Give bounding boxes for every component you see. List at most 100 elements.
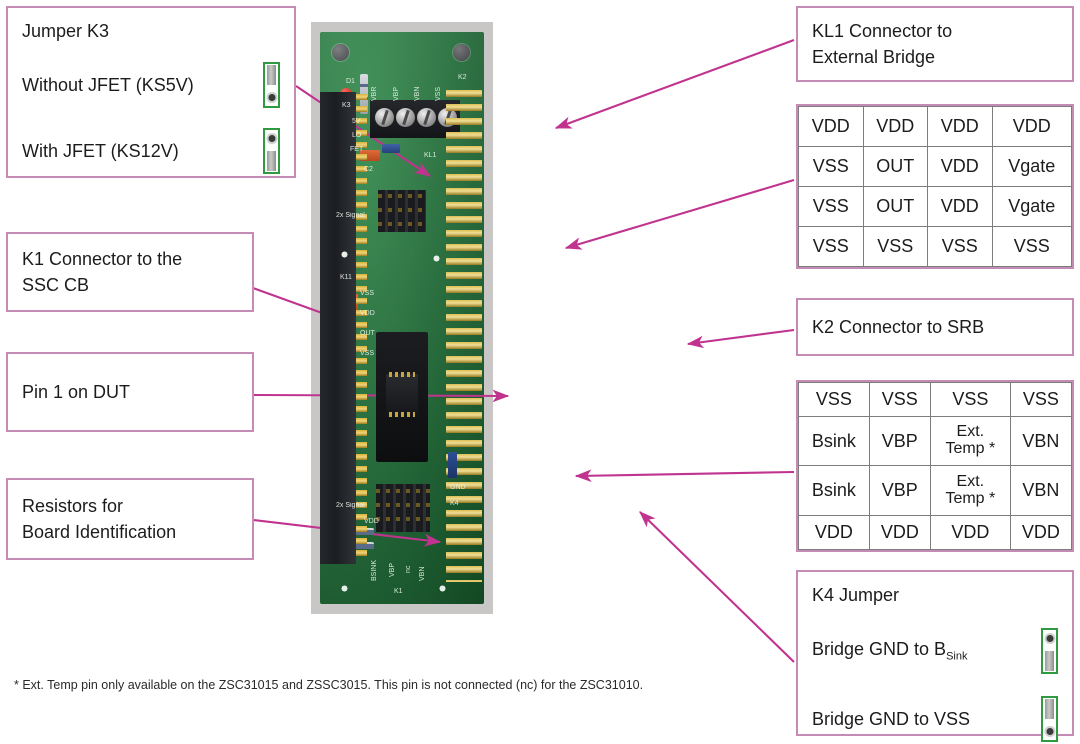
silkscreen-bsink: BSINK <box>371 559 378 581</box>
jumper-icon-bridge-gnd-vss <box>1041 696 1058 743</box>
silkscreen-lo: LO <box>352 132 362 139</box>
silkscreen-vbp-2: VBP <box>389 562 396 577</box>
callout-kl1-line2: External Bridge <box>812 47 936 67</box>
arrow-k2 <box>686 328 795 349</box>
table-cell: Bsink <box>798 465 870 517</box>
mounting-hole <box>332 44 349 61</box>
k4-jumper-row-1-label: Bridge GND to VSS <box>812 709 971 730</box>
k4-jumper-row-0: Bridge GND to BSink <box>812 628 1058 675</box>
table-cell: Vgate <box>991 146 1073 187</box>
table-cell: VDD <box>862 106 929 147</box>
mounting-hole <box>453 44 470 61</box>
silkscreen-vbr: VBR <box>371 86 378 101</box>
table-cell: VDD <box>1009 515 1073 550</box>
table-cell: VBN <box>1009 415 1073 467</box>
k4-jumper-on-board <box>448 452 457 478</box>
table-cell: VSS <box>862 226 929 267</box>
fiducial <box>432 254 441 263</box>
jumper-icon-bridge-gnd-bsink <box>1041 628 1058 675</box>
silkscreen-gnd: GND <box>450 484 466 491</box>
table-cell: VDD <box>991 106 1073 147</box>
terminal-screw <box>375 108 394 127</box>
pcb-substrate: VBR VBP VBN VSS D1 K3 5V LO FET C2 KL1 K… <box>320 32 484 604</box>
terminal-screw <box>417 108 436 127</box>
table-cell: VDD <box>927 186 993 227</box>
table-cell: VDD <box>798 515 870 550</box>
k2-pin-header <box>446 90 482 582</box>
silkscreen-vbn-2: VBN <box>419 566 426 581</box>
k1-connector <box>320 92 356 564</box>
k4-row-0-main: Bridge GND to B <box>812 639 947 660</box>
table-cell: VSS <box>991 226 1073 267</box>
silkscreen-2x-signal-top: 2x Signal <box>336 212 365 219</box>
table-cell: VBN <box>1009 465 1073 517</box>
dut-chip <box>386 374 418 414</box>
table-cell: VBP <box>868 465 931 517</box>
table-cell: Vgate <box>991 186 1073 227</box>
callout-resistors-line1: Resistors for <box>22 495 124 516</box>
callout-k2-line1: K2 Connector to SRB <box>812 316 985 337</box>
table-cell: Bsink <box>798 415 870 467</box>
fiducial <box>340 250 349 259</box>
callout-k1[interactable]: K1 Connector to the SSC CB <box>6 232 254 312</box>
table-cell: VSS <box>798 226 864 267</box>
jumper-k3-row-0: Without JFET (KS5V) <box>22 62 280 109</box>
silkscreen-vss: VSS <box>435 86 442 101</box>
table-cell: Ext.Temp * <box>929 465 1011 517</box>
callout-pin1[interactable]: Pin 1 on DUT <box>6 352 254 432</box>
silkscreen-d1: D1 <box>346 78 355 85</box>
table-cell: VDD <box>798 106 864 147</box>
silkscreen-vbn: VBN <box>414 86 421 101</box>
table-cell: VSS <box>798 382 870 417</box>
callout-kl1[interactable]: KL1 Connector to External Bridge <box>796 6 1074 82</box>
callout-k1-line2: SSC CB <box>22 275 90 295</box>
table-cell: VSS <box>798 146 864 187</box>
silkscreen-2x-signal-bottom: 2x Signal <box>336 502 365 509</box>
footnote: * Ext. Temp pin only available on the ZS… <box>14 678 644 692</box>
arrow-kl1-table <box>564 178 795 250</box>
callout-k4-jumper[interactable]: K4 Jumper Bridge GND to BSink Bridge GND… <box>796 570 1074 743</box>
silkscreen-vss-1: VSS <box>360 290 375 297</box>
jumper-icon-ks5v <box>263 62 280 109</box>
silkscreen-out: OUT <box>360 330 375 337</box>
jumper-icon-ks12v <box>263 128 280 175</box>
table-cell: VBP <box>868 415 931 467</box>
jumper-k3-row-1-label: With JFET (KS12V) <box>22 141 179 162</box>
silkscreen-c2: C2 <box>364 166 373 173</box>
k4-row-0-sub: Sink <box>946 650 968 663</box>
callout-k2[interactable]: K2 Connector to SRB <box>796 298 1074 356</box>
table-cell: VDD <box>929 515 1011 550</box>
arrow-kl1 <box>554 39 795 129</box>
k4-jumper-row-1: Bridge GND to VSS <box>812 696 1058 743</box>
silkscreen-vdd-1: VDD <box>360 310 375 317</box>
signal-header-bottom <box>376 484 430 532</box>
arrow-k2-table <box>574 469 795 483</box>
silkscreen-k11: K11 <box>340 274 352 281</box>
callout-jumper-k3[interactable]: Jumper K3 Without JFET (KS5V) With JFET … <box>6 6 296 178</box>
silkscreen-k4: K4 <box>450 500 459 507</box>
dut-socket <box>376 332 428 462</box>
capacitor <box>382 144 400 153</box>
callout-resistors[interactable]: Resistors for Board Identification <box>6 478 254 560</box>
silkscreen-k1: K1 <box>394 588 403 595</box>
table-cell: OUT <box>862 186 929 227</box>
k4-jumper-title: K4 Jumper <box>812 585 900 605</box>
table-cell: VSS <box>927 226 993 267</box>
table-cell: Ext.Temp * <box>929 415 1011 467</box>
fiducial <box>340 584 349 593</box>
table-cell: VSS <box>798 186 864 227</box>
silkscreen-k3: K3 <box>342 102 351 109</box>
silkscreen-5v: 5V <box>352 118 361 125</box>
